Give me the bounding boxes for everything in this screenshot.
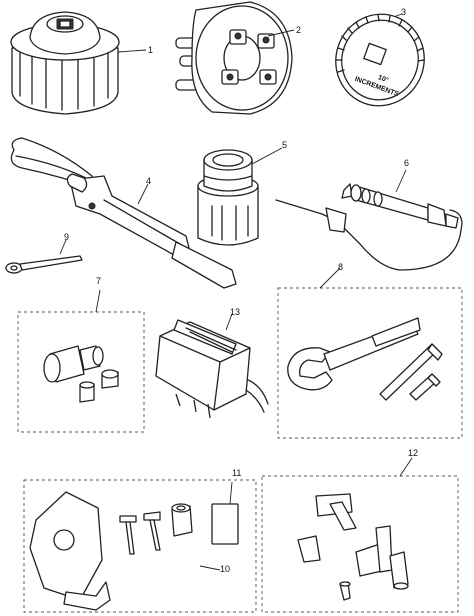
- part-4-strap-wrench: [10, 137, 237, 289]
- part-10-bracket-set: [29, 491, 193, 611]
- callout-13: 13: [230, 307, 240, 317]
- group-10-box: [23, 479, 257, 613]
- callout-3: 3: [401, 7, 406, 17]
- part-6-gauge-hose: [275, 183, 463, 271]
- part-9-pin: [5, 255, 83, 274]
- callout-10: 10: [220, 564, 230, 574]
- part-7-adapter-set: [43, 345, 119, 403]
- group-7-box: [17, 311, 145, 433]
- callout-4: 4: [146, 176, 151, 186]
- callout-6: 6: [404, 158, 409, 168]
- group-8-box: [277, 287, 463, 439]
- callout-8: 8: [338, 262, 343, 272]
- part-3-degree-dial: 10° INCREMENTS: [335, 13, 425, 107]
- callout-9: 9: [64, 232, 69, 242]
- part-13-electronic-module: [155, 319, 269, 419]
- part-11-pad: [211, 503, 239, 545]
- callout-5: 5: [282, 140, 287, 150]
- group-12-box: [261, 475, 459, 613]
- callout-7: 7: [96, 276, 101, 286]
- dial-label-degrees: 10°: [377, 73, 390, 84]
- callout-2: 2: [296, 25, 301, 35]
- part-1-filter-wrench: [10, 11, 120, 115]
- part-12-fixture-set: [297, 493, 409, 601]
- part-2-holding-plate: [175, 1, 293, 115]
- part-8-wrench-set: [287, 317, 443, 401]
- callout-1: 1: [148, 45, 153, 55]
- callout-12: 12: [408, 448, 418, 458]
- callout-11: 11: [232, 468, 241, 478]
- part-5-sleeve-tool: [197, 149, 259, 246]
